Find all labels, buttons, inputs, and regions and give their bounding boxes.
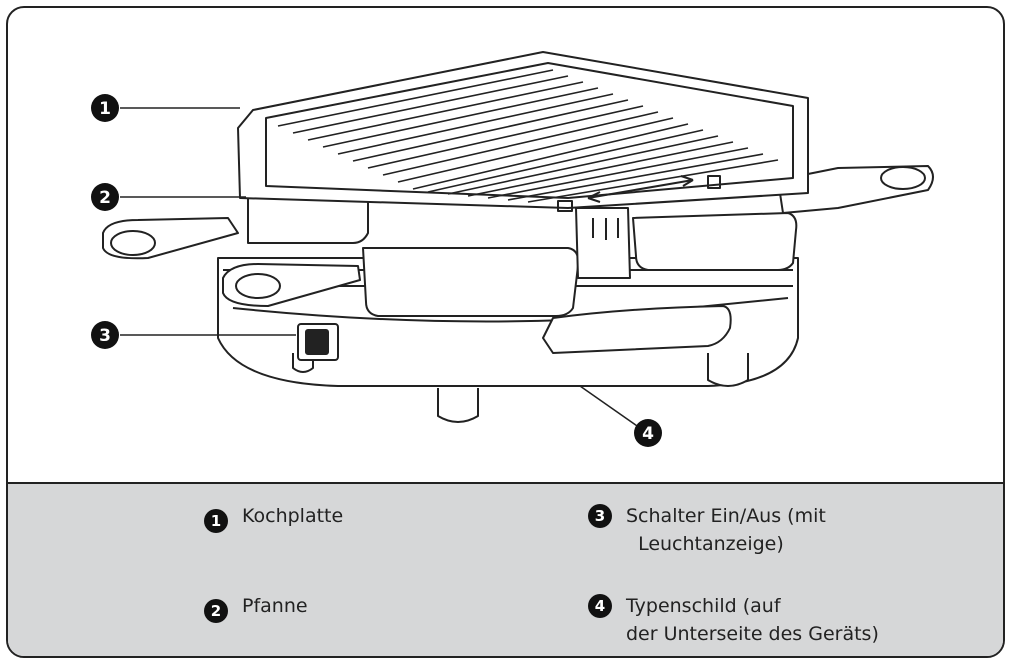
legend-item-kochplatte: 1 Kochplatte <box>204 502 343 533</box>
callout-marker-4: 4 <box>634 419 662 447</box>
legend-item-typenschild: 4 Typenschild (auf der Unterseite des Ger… <box>588 592 879 648</box>
pan-left-back <box>247 192 369 244</box>
pan-left-front <box>362 247 580 317</box>
svg-text:1: 1 <box>99 99 111 119</box>
legend-badge-4: 4 <box>588 594 612 618</box>
legend-badge-1: 1 <box>204 509 228 533</box>
legend-panel: 1 Kochplatte 2 Pfanne 3 Schalter Ein/Aus (m… <box>8 484 1003 656</box>
legend-item-schalter: 3 Schalter Ein/Aus (mit Leuchtanzeige) <box>588 502 826 558</box>
svg-text:2: 2 <box>99 188 111 208</box>
legend-label-3: Schalter Ein/Aus (mit Leuchtanzeige) <box>626 505 826 555</box>
foot <box>437 388 479 423</box>
callout-marker-3: 3 <box>91 321 119 349</box>
grill-plate <box>237 51 809 209</box>
svg-text:3: 3 <box>99 326 111 346</box>
pan-right-front <box>632 212 798 271</box>
legend-label-1: Kochplatte <box>242 505 344 527</box>
raclette-grill-illustration: 1 2 3 4 <box>91 51 934 447</box>
legend-divider <box>8 482 1003 484</box>
side-handle <box>542 305 732 354</box>
callout-marker-1: 1 <box>91 94 119 122</box>
legend-label-2: Pfanne <box>242 595 308 617</box>
legend-label-4: Typenschild (auf der Unterseite des Gerä… <box>626 595 879 645</box>
central-support <box>575 207 631 279</box>
legend-badge-2: 2 <box>204 599 228 623</box>
callout-marker-2: 2 <box>91 183 119 211</box>
legend-item-pfanne: 2 Pfanne <box>204 592 308 623</box>
legend-badge-3: 3 <box>588 504 612 528</box>
svg-text:4: 4 <box>642 424 654 444</box>
foot <box>707 353 749 387</box>
